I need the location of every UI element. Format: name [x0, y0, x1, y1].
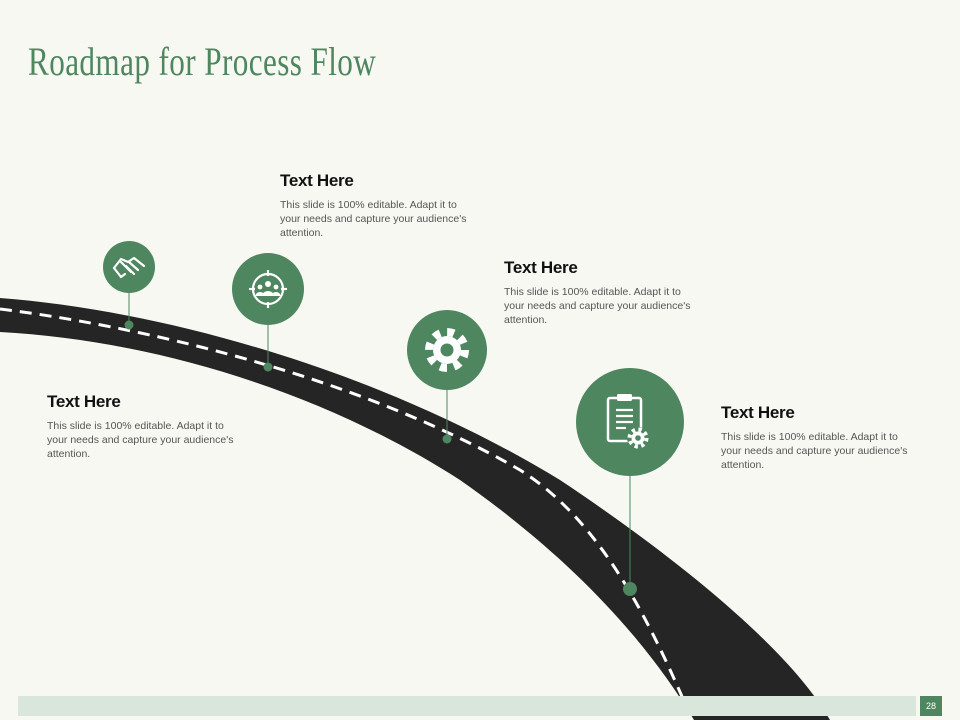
milestone-description: This slide is 100% editable. Adapt it to…	[280, 199, 467, 239]
milestone-2-road-marker	[263, 362, 273, 372]
milestone-description: This slide is 100% editable. Adapt it to…	[721, 431, 908, 471]
milestone-heading: Text Here	[280, 171, 354, 190]
milestone-2-badge	[232, 253, 304, 325]
milestone-text-3: Text Here This slide is 100% editable. A…	[504, 258, 700, 327]
page-number: 28	[920, 696, 942, 716]
slide-title: Roadmap for Process Flow	[28, 39, 377, 84]
footer-bar	[18, 696, 916, 716]
milestone-description: This slide is 100% editable. Adapt it to…	[47, 420, 234, 460]
milestone-1-badge	[103, 241, 155, 293]
road-center-line	[0, 307, 694, 720]
gear-icon	[425, 328, 469, 372]
road	[0, 298, 830, 720]
milestone-1-road-marker	[124, 320, 134, 330]
milestone-text-2: Text Here This slide is 100% editable. A…	[280, 171, 476, 240]
milestone-3-road-marker	[442, 434, 452, 444]
milestone-heading: Text Here	[504, 258, 578, 277]
milestone-heading: Text Here	[721, 403, 795, 422]
milestone-text-4: Text Here This slide is 100% editable. A…	[721, 403, 917, 472]
handshake-icon	[112, 256, 146, 279]
team-target-icon	[249, 270, 287, 308]
milestone-text-1: Text Here This slide is 100% editable. A…	[47, 392, 243, 461]
milestone-heading: Text Here	[47, 392, 121, 411]
milestone-description: This slide is 100% editable. Adapt it to…	[504, 286, 691, 326]
clipboard-gear-icon	[606, 394, 649, 449]
milestone-4-road-marker	[623, 582, 637, 596]
